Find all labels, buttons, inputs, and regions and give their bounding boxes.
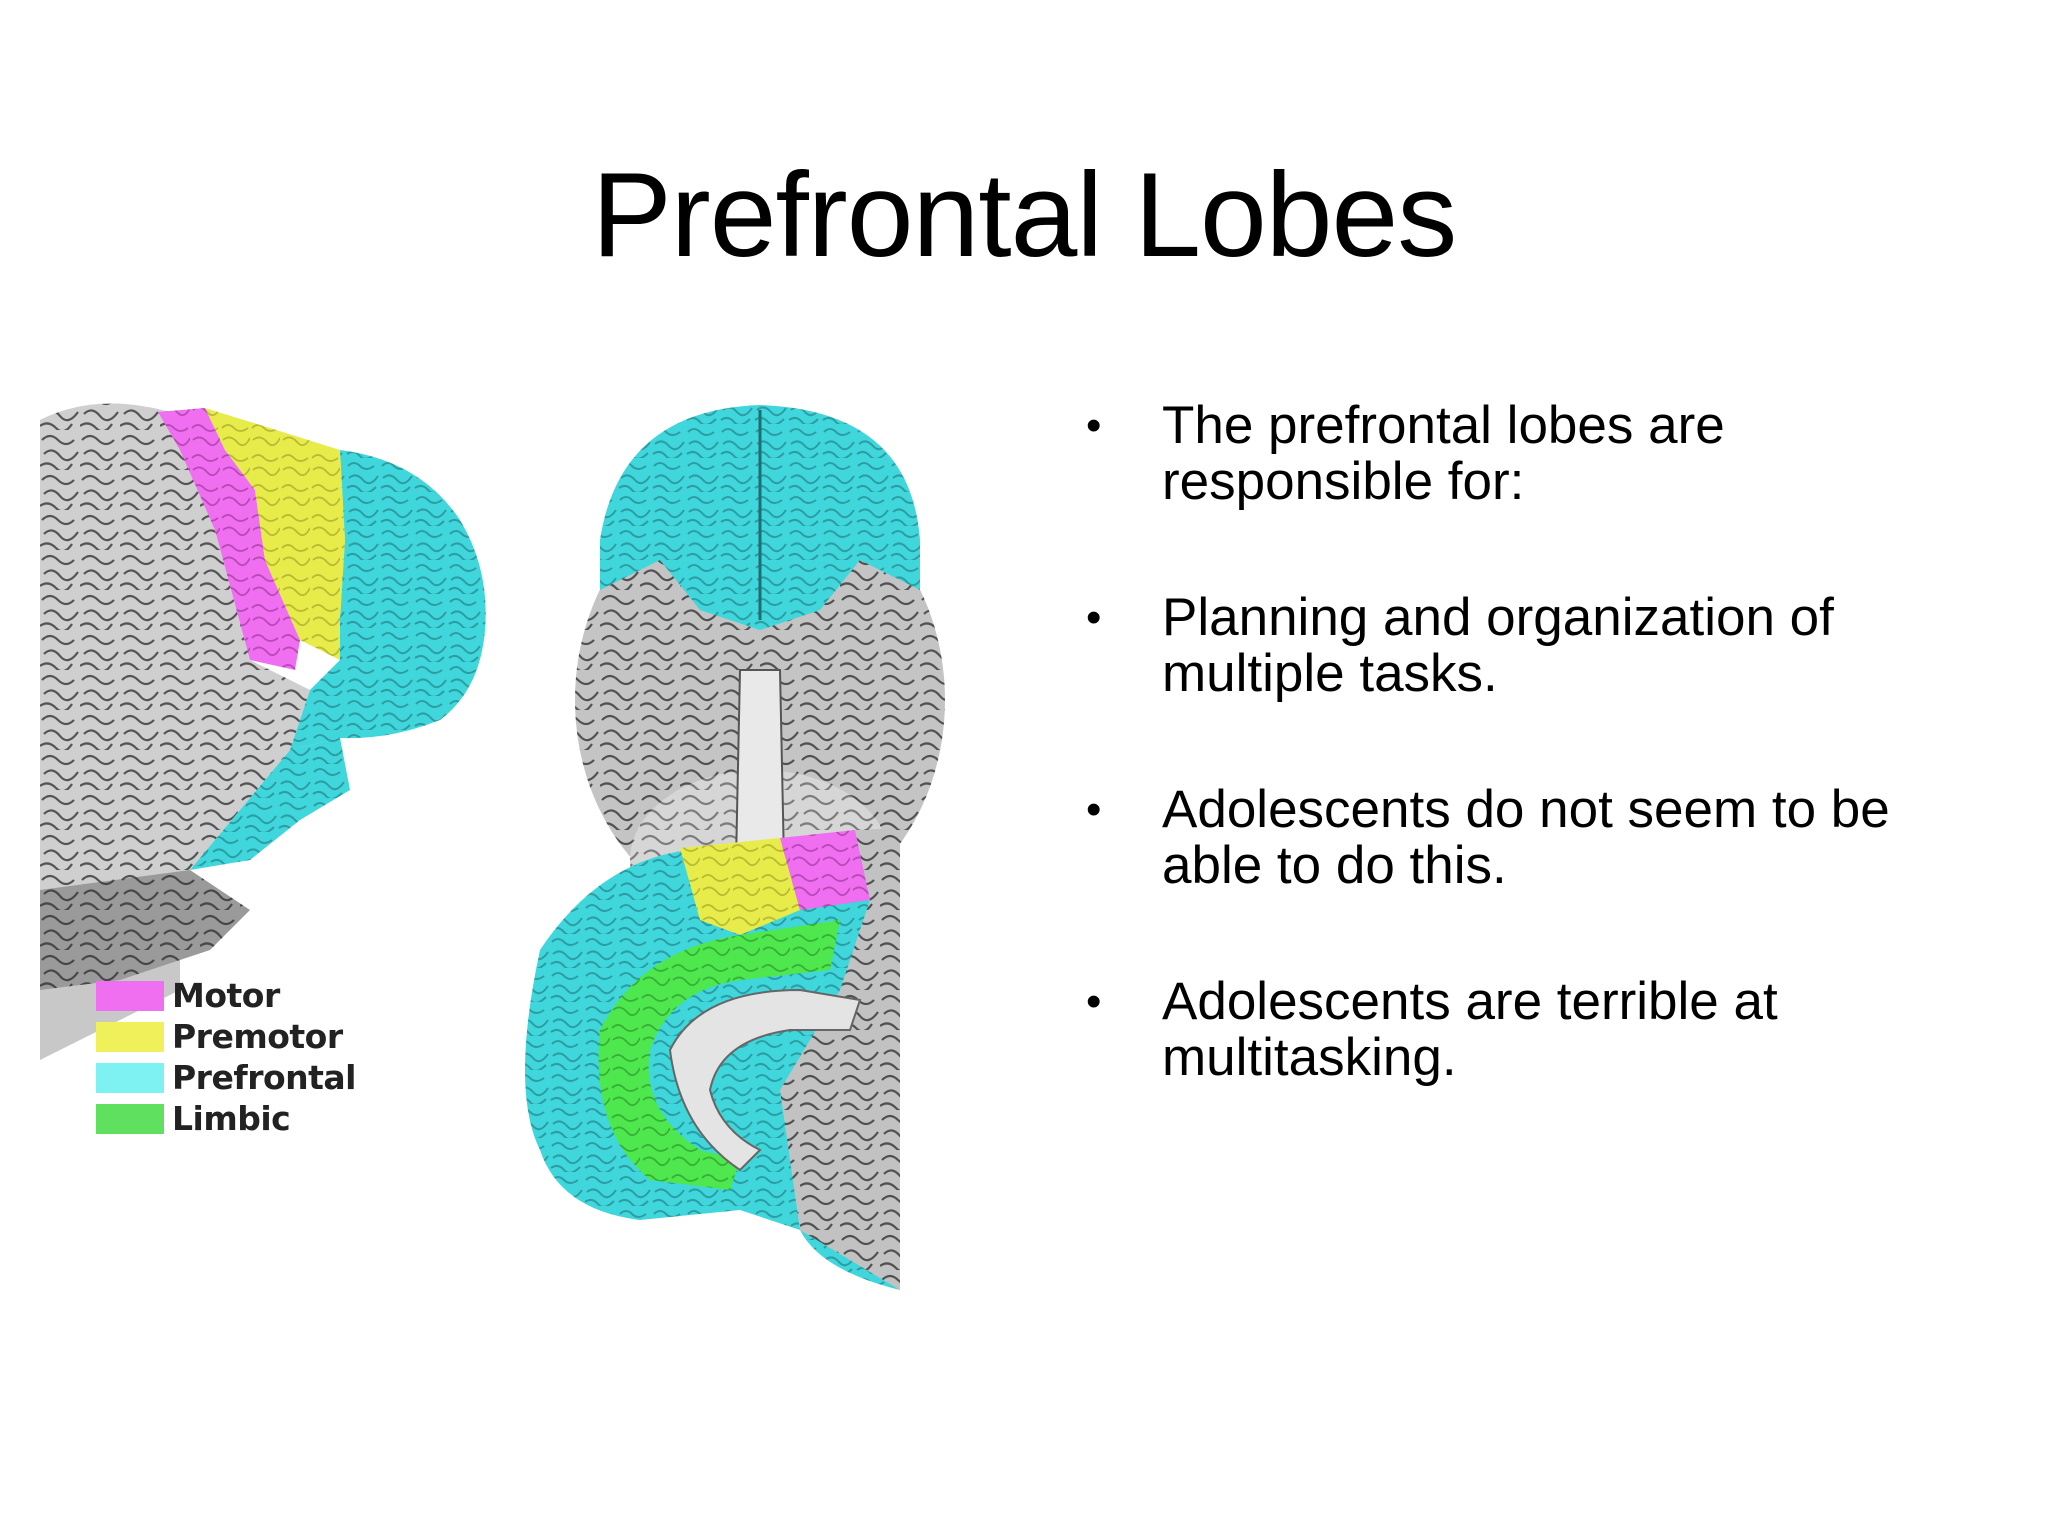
legend-swatch-motor: [96, 980, 164, 1011]
bullet-item: • Planning and organization of multiple …: [1070, 590, 1970, 702]
region-legend: Motor Premotor Prefrontal Limbic: [96, 975, 396, 1139]
legend-item-limbic: Limbic: [96, 1098, 396, 1139]
legend-label: Motor: [172, 976, 280, 1015]
bullet-text: The prefrontal lobes are responsible for…: [1162, 396, 1725, 511]
medial-brain-view: [525, 828, 900, 1290]
bullet-list: • The prefrontal lobes are responsible f…: [1070, 398, 1970, 1166]
bullet-text: Adolescents are terrible at multitasking…: [1162, 972, 1778, 1087]
legend-swatch-limbic: [96, 1103, 164, 1134]
legend-label: Prefrontal: [172, 1058, 357, 1097]
lateral-brain-view: [40, 403, 486, 1060]
legend-swatch-premotor: [96, 1021, 164, 1052]
bullet-item: • The prefrontal lobes are responsible f…: [1070, 398, 1970, 510]
legend-label: Limbic: [172, 1099, 291, 1138]
legend-label: Premotor: [172, 1017, 343, 1056]
bullet-item: • Adolescents are terrible at multitaski…: [1070, 974, 1970, 1086]
bullet-text: Adolescents do not seem to be able to do…: [1162, 780, 1890, 895]
brain-illustrations: [40, 403, 945, 1290]
slide-title: Prefrontal Lobes: [591, 148, 1458, 282]
bullet-text: Planning and organization of multiple ta…: [1162, 588, 1834, 703]
legend-item-premotor: Premotor: [96, 1016, 396, 1057]
legend-swatch-prefrontal: [96, 1062, 164, 1093]
brain-figure: [40, 390, 980, 1310]
legend-item-motor: Motor: [96, 975, 396, 1016]
bullet-dot-icon: •: [1086, 593, 1102, 642]
bullet-dot-icon: •: [1086, 401, 1102, 450]
bullet-item: • Adolescents do not seem to be able to …: [1070, 782, 1970, 894]
legend-item-prefrontal: Prefrontal: [96, 1057, 396, 1098]
bullet-dot-icon: •: [1086, 785, 1102, 834]
bullet-dot-icon: •: [1086, 977, 1102, 1026]
